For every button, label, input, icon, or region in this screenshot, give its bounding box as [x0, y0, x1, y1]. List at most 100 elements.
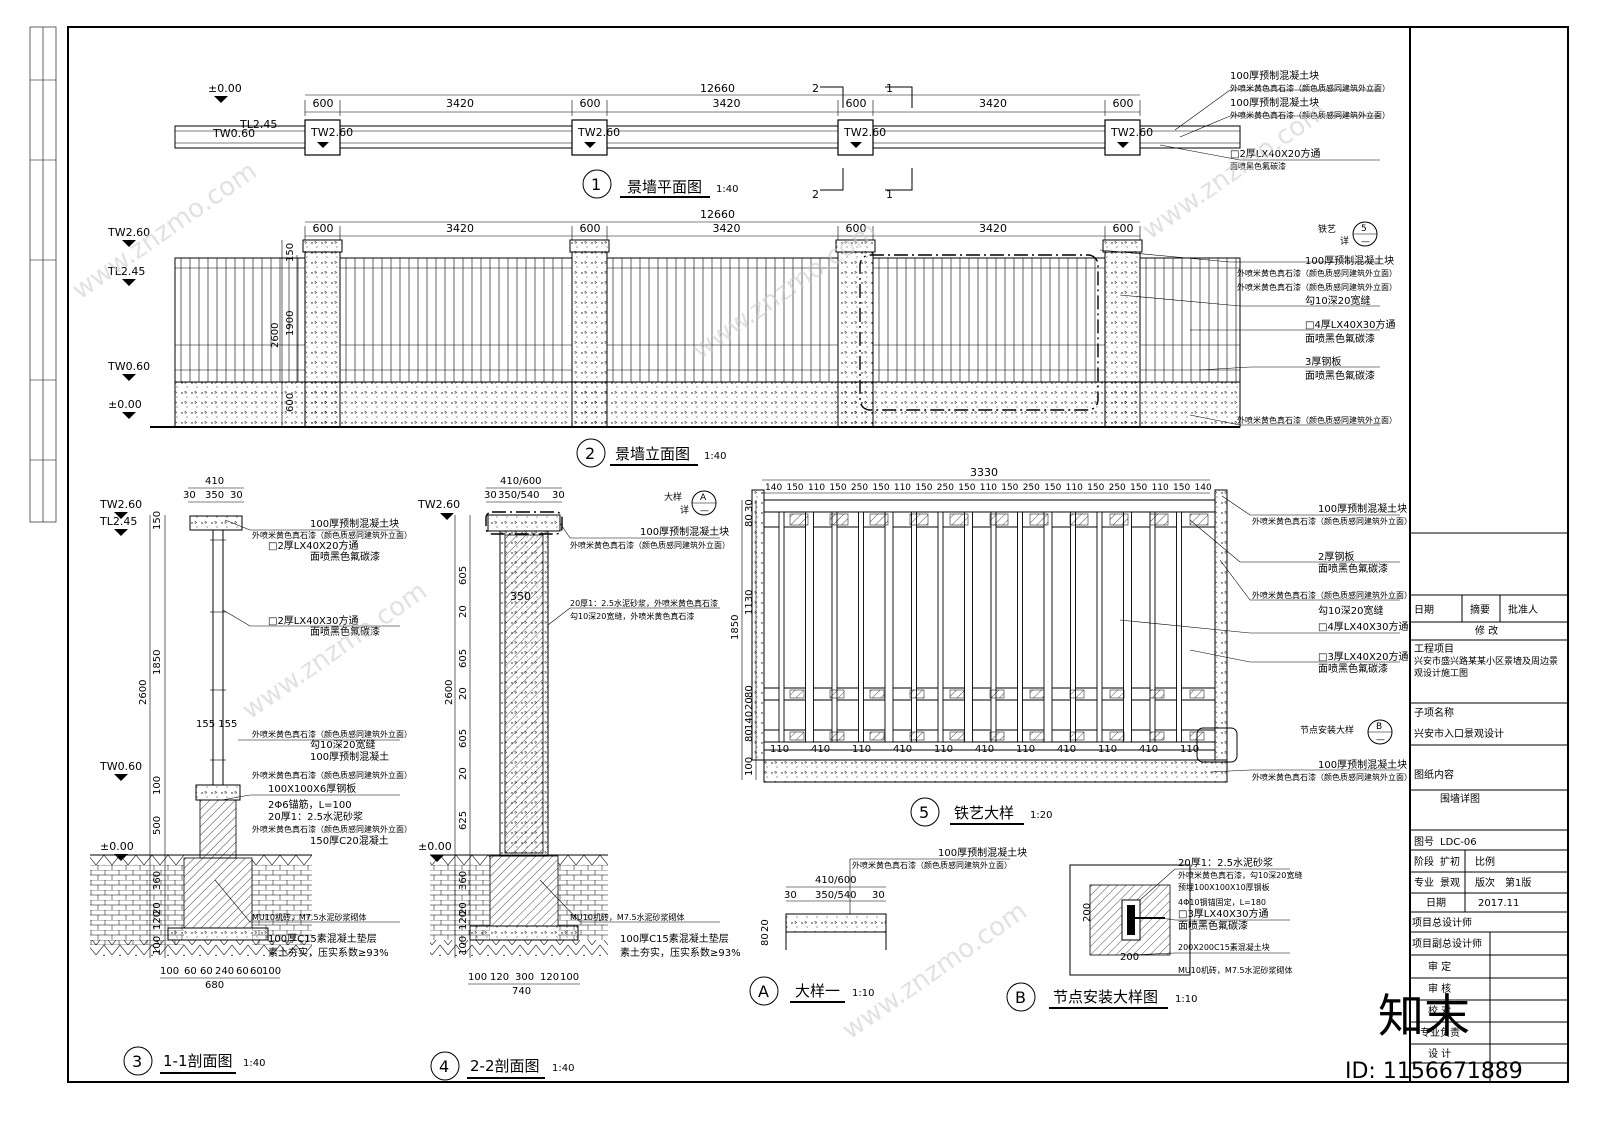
- s2-level-top: TW2.60: [417, 498, 460, 511]
- iron-bottom-dim: 410: [1057, 744, 1076, 755]
- b-note: 外喷米黄色真石漆，勾10深20宽缝: [1178, 870, 1302, 880]
- elev-title: 景墙立面图: [615, 445, 690, 463]
- plan-pillar: [837, 119, 874, 156]
- b-dim-2: 200: [1120, 952, 1139, 963]
- role-6: 专业负责: [1420, 1026, 1460, 1039]
- iron-top-dim: 110: [1066, 483, 1083, 493]
- s2-bottom-dim: 300: [515, 972, 534, 983]
- iron-bottom-dim: 110: [852, 744, 871, 755]
- iron-top-dim: 150: [1173, 483, 1190, 493]
- iron-bottom-dim: 410: [811, 744, 830, 755]
- s1-note: 100X100X6厚钢板: [268, 782, 356, 795]
- iron-mid-plate: [949, 689, 965, 699]
- watermark-brand: 知末: [1378, 989, 1470, 1043]
- iron-mid-plate: [1069, 689, 1085, 699]
- leader: [1159, 144, 1380, 161]
- s1-scale: 1:40: [243, 1058, 265, 1069]
- dim-label: 410: [205, 476, 224, 487]
- phase: 扩初: [1440, 855, 1460, 868]
- iron-vertical-bar: [964, 511, 973, 743]
- s1-vdim: 100: [152, 776, 163, 795]
- iron-top-dim: 250: [937, 483, 954, 493]
- plan-note: 面喷黑色氟碳漆: [1230, 161, 1286, 171]
- plan-tw-label: TW2.60: [1110, 126, 1153, 139]
- iron-top-plate: [1149, 513, 1169, 526]
- s1-bottom-dim: 60: [236, 966, 249, 977]
- plan-note: 外喷米黄色真石漆（颜色质感同建筑外立面）: [1230, 83, 1390, 93]
- dim-label: 600: [846, 222, 867, 235]
- iron-vdim: 1130: [744, 590, 755, 615]
- s2-note: 20厚1：2.5水泥砂浆，外喷米黄色真石漆: [570, 598, 718, 608]
- plan-pillar: [571, 119, 608, 156]
- b-title-no: B: [1015, 988, 1026, 1007]
- plan-note: 100厚预制混凝土块: [1230, 96, 1319, 109]
- s2-vdim: 625: [458, 811, 469, 830]
- iron-top-dim: 250: [1023, 483, 1040, 493]
- role-4: 审 核: [1428, 982, 1451, 995]
- iron-top-plate: [1029, 513, 1049, 526]
- iron-ref-sheet: —: [1376, 735, 1385, 745]
- iron-vertical-bar: [990, 511, 997, 743]
- sub-name: 兴安市入口景观设计: [1414, 727, 1504, 740]
- iron-bottom-plate: [789, 731, 805, 741]
- watermark-id: ID: 1156671889: [1345, 1059, 1523, 1084]
- iron-top-dim: 110: [808, 483, 825, 493]
- a-vdim-2: 80: [760, 933, 771, 946]
- date: 2017.11: [1478, 898, 1519, 909]
- s1-vdim: 1850: [152, 650, 163, 675]
- elev-level: TL2.45: [107, 265, 145, 278]
- leader: [1189, 519, 1400, 563]
- plan-pillar: [1104, 119, 1141, 156]
- s1-level: TW2.60: [99, 498, 142, 511]
- s1-note: 外喷米黄色真石漆（颜色质感同建筑外立面）: [252, 530, 412, 540]
- b-note: 200X200C15素混凝土块: [1178, 942, 1270, 952]
- s2-vdim: 20: [458, 605, 469, 618]
- dim-label: 600: [313, 222, 334, 235]
- iron-vertical-bar: [1149, 511, 1156, 743]
- level-marker-icon: [122, 374, 136, 381]
- s2-bottom-dim: 120: [490, 972, 509, 983]
- elev-note: 外喷米黄色真石漆（颜色质感同建筑外立面）: [1237, 268, 1397, 278]
- dim-label: 3420: [446, 222, 474, 235]
- iron-top-dim: 250: [851, 483, 868, 493]
- iron-bottom-plate: [1029, 731, 1045, 741]
- cut-mark-1-bottom: 1: [886, 188, 893, 201]
- title-block: 日期 摘要 批准人 修 改 工程项目 兴安市盛兴路某某小区景墙及周边景观设计施工…: [1409, 26, 1569, 1083]
- s2-vdim: 20: [458, 687, 469, 700]
- iron-vertical-bar: [1096, 511, 1103, 743]
- s1-bottom-dim: 100: [262, 966, 281, 977]
- s2-note: 100厚预制混凝土块: [640, 525, 729, 538]
- s2-vdim: 20: [458, 902, 469, 915]
- level-marker-icon: [122, 240, 136, 247]
- iron-bottom-dim: 110: [934, 744, 953, 755]
- elev-note: 外喷米黄色真石漆（颜色质感同建筑外立面）: [1237, 282, 1397, 292]
- elev-note: □4厚LX40X30方通: [1305, 318, 1396, 331]
- dim-label: 3420: [713, 97, 741, 110]
- dim-label: 30: [183, 490, 196, 501]
- iron-top-dim: 150: [958, 483, 975, 493]
- elev-dim-total: 12660: [700, 208, 735, 221]
- leader: [1159, 917, 1290, 921]
- elev-vdim: 2600: [270, 323, 281, 348]
- plan-notes: 100厚预制混凝土块外喷米黄色真石漆（颜色质感同建筑外立面）100厚预制混凝土块…: [1159, 69, 1390, 171]
- iron-note: 勾10深20宽缝: [1318, 604, 1383, 617]
- s1-note: 面喷黑色氟碳漆: [310, 550, 380, 563]
- iron-bottom-plate: [949, 731, 965, 741]
- iron-mid-plate: [1109, 689, 1125, 699]
- iron-notes: 100厚预制混凝土块外喷米黄色真石漆（颜色质感同建筑外立面）2厚钢板面喷黑色氟碳…: [1119, 495, 1412, 782]
- a-vdim-1: 20: [760, 919, 771, 932]
- leader: [539, 879, 720, 923]
- iron-top-plate: [989, 513, 1009, 526]
- plan-tw-label: TW2.60: [577, 126, 620, 139]
- plan-tl: TL2.45: [239, 118, 277, 131]
- b-note: 面喷黑色氟碳漆: [1178, 919, 1248, 932]
